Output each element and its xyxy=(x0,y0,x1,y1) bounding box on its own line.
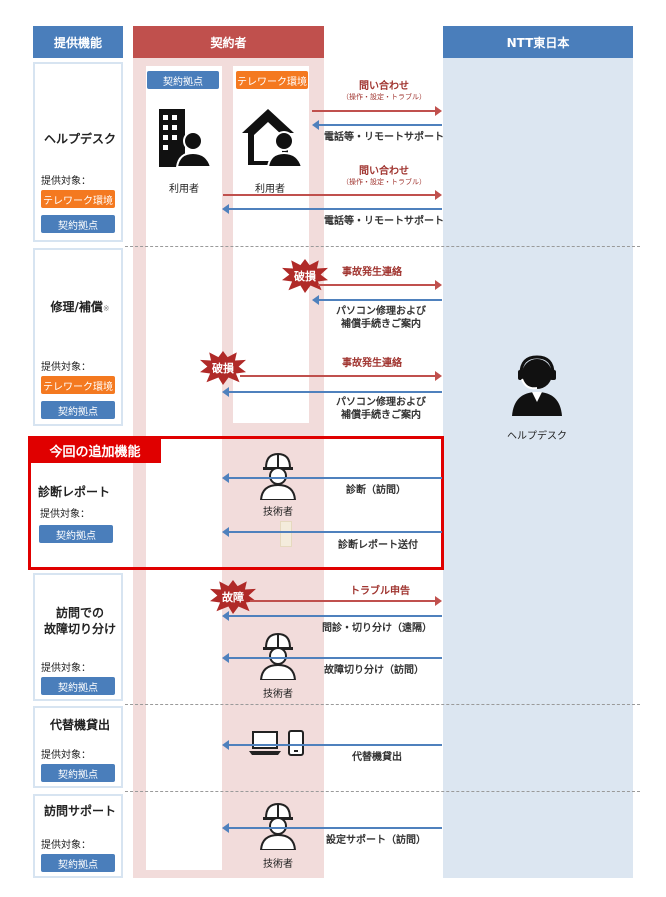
flow-remote-isolation-arrow xyxy=(222,611,442,621)
feature-helpdesk-name: ヘルプデスク xyxy=(43,132,116,146)
flow-inquiry-arrow xyxy=(312,106,442,116)
section-divider xyxy=(125,704,640,705)
flow-setup-support-arrow xyxy=(222,823,442,833)
flow-repair-guide-arrow xyxy=(312,295,442,305)
telework-badge: テレワーク環境 xyxy=(236,71,308,89)
flow-report-send-label: 診断レポート送付 xyxy=(338,540,418,551)
flow-inquiry-label: 問い合わせ（操作・設定・トラブル） xyxy=(342,81,426,101)
laptop-icon xyxy=(249,731,281,755)
telework-badge: テレワーク環境 xyxy=(41,376,115,394)
user-label-telework: 利用者 xyxy=(255,184,285,195)
section-divider xyxy=(125,246,640,247)
feature-visit-support-name: 訪問サポート xyxy=(43,804,116,818)
flow-repair-guide-label: パソコン修理および補償手続きご案内 xyxy=(336,306,426,330)
flow-diagnosis-label: 診断（訪問） xyxy=(346,485,406,496)
flow-diagnosis-arrow xyxy=(222,473,442,483)
new-feature-frame xyxy=(28,436,444,570)
flow-repair-guide-arrow xyxy=(222,387,442,397)
site-badge: 契約拠点 xyxy=(41,677,115,695)
technician-label: 技術者 xyxy=(263,689,293,700)
technician-icon xyxy=(259,802,297,850)
site-badge: 契約拠点 xyxy=(41,215,115,233)
flow-inquiry-label: 問い合わせ（操作・設定・トラブル） xyxy=(342,166,426,186)
new-feature-banner: 今回の追加機能 xyxy=(29,437,161,463)
flow-setup-support-label: 設定サポート（訪問） xyxy=(326,835,426,846)
footnote-mark: ※ xyxy=(102,304,110,313)
section-divider xyxy=(125,791,640,792)
target-label: 提供対象： xyxy=(41,840,91,851)
flow-visit-isolation-arrow xyxy=(222,653,442,663)
target-label: 提供対象： xyxy=(41,750,91,761)
flow-trouble-arrow xyxy=(250,596,442,606)
feature-helpdesk-box: ヘルプデスク 提供対象： テレワーク環境 契約拠点 xyxy=(33,62,123,242)
flow-accident-label: 事故発生連絡 xyxy=(342,358,402,369)
flow-loaner-arrow xyxy=(222,740,442,750)
flow-phone-remote-arrow xyxy=(222,204,442,214)
telework-badge: テレワーク環境 xyxy=(41,190,115,208)
target-label: 提供対象： xyxy=(40,509,90,520)
flow-repair-guide-label: パソコン修理および補償手続きご案内 xyxy=(336,397,426,421)
office-user-icon xyxy=(159,109,213,168)
provider-column-bg xyxy=(443,58,633,878)
site-badge: 契約拠点 xyxy=(41,764,115,782)
user-label-site: 利用者 xyxy=(169,184,199,195)
flow-loaner-label: 代替機貸出 xyxy=(352,752,402,763)
feature-loaner-name: 代替機貸出 xyxy=(49,718,110,732)
flow-phone-remote-label: 電話等・リモートサポート xyxy=(324,132,444,143)
flow-accident-label: 事故発生連絡 xyxy=(342,267,402,278)
flow-phone-remote-label: 電話等・リモートサポート xyxy=(324,216,444,227)
feature-repair-name: 修理/補償※ xyxy=(50,300,110,314)
feature-isolation-name: 訪問での 故障切り分け xyxy=(43,606,116,636)
home-user-icon xyxy=(242,109,304,168)
helpdesk-operator-icon xyxy=(512,355,562,416)
target-label: 提供対象： xyxy=(41,362,91,373)
flow-remote-isolation-label: 問診・切り分け（遠隔） xyxy=(322,623,432,634)
site-badge: 契約拠点 xyxy=(147,71,219,89)
technician-label: 技術者 xyxy=(263,859,293,870)
feature-loaner-box: 代替機貸出 提供対象： 契約拠点 xyxy=(33,706,123,788)
features-header: 提供機能 xyxy=(33,26,123,58)
smartphone-icon xyxy=(288,730,304,756)
feature-report-name: 診断レポート xyxy=(38,485,111,499)
technician-icon xyxy=(259,452,297,500)
flow-accident-arrow xyxy=(240,371,442,381)
target-label: 提供対象： xyxy=(41,176,91,187)
site-lane xyxy=(146,66,222,870)
helpdesk-label: ヘルプデスク xyxy=(507,431,567,442)
flow-phone-remote-arrow xyxy=(312,120,442,130)
flow-inquiry-arrow xyxy=(223,190,442,200)
contractor-header: 契約者 xyxy=(133,26,324,58)
provider-header: NTT東日本 xyxy=(443,26,633,58)
technician-icon xyxy=(259,632,297,680)
feature-visit-support-box: 訪問サポート 提供対象： 契約拠点 xyxy=(33,794,123,878)
report-document-icon xyxy=(280,521,292,547)
flow-trouble-label: トラブル申告 xyxy=(350,586,410,597)
site-badge: 契約拠点 xyxy=(41,854,115,872)
site-badge: 契約拠点 xyxy=(39,525,113,543)
flow-visit-isolation-label: 故障切り分け（訪問） xyxy=(324,665,424,676)
flow-report-send-arrow xyxy=(222,527,442,537)
technician-label: 技術者 xyxy=(263,507,293,518)
site-badge: 契約拠点 xyxy=(41,401,115,419)
target-label: 提供対象： xyxy=(41,663,91,674)
feature-repair-box: 修理/補償※ 提供対象： テレワーク環境 契約拠点 xyxy=(33,248,123,426)
feature-isolation-box: 訪問での 故障切り分け 提供対象： 契約拠点 xyxy=(33,573,123,701)
flow-accident-arrow xyxy=(318,280,442,290)
